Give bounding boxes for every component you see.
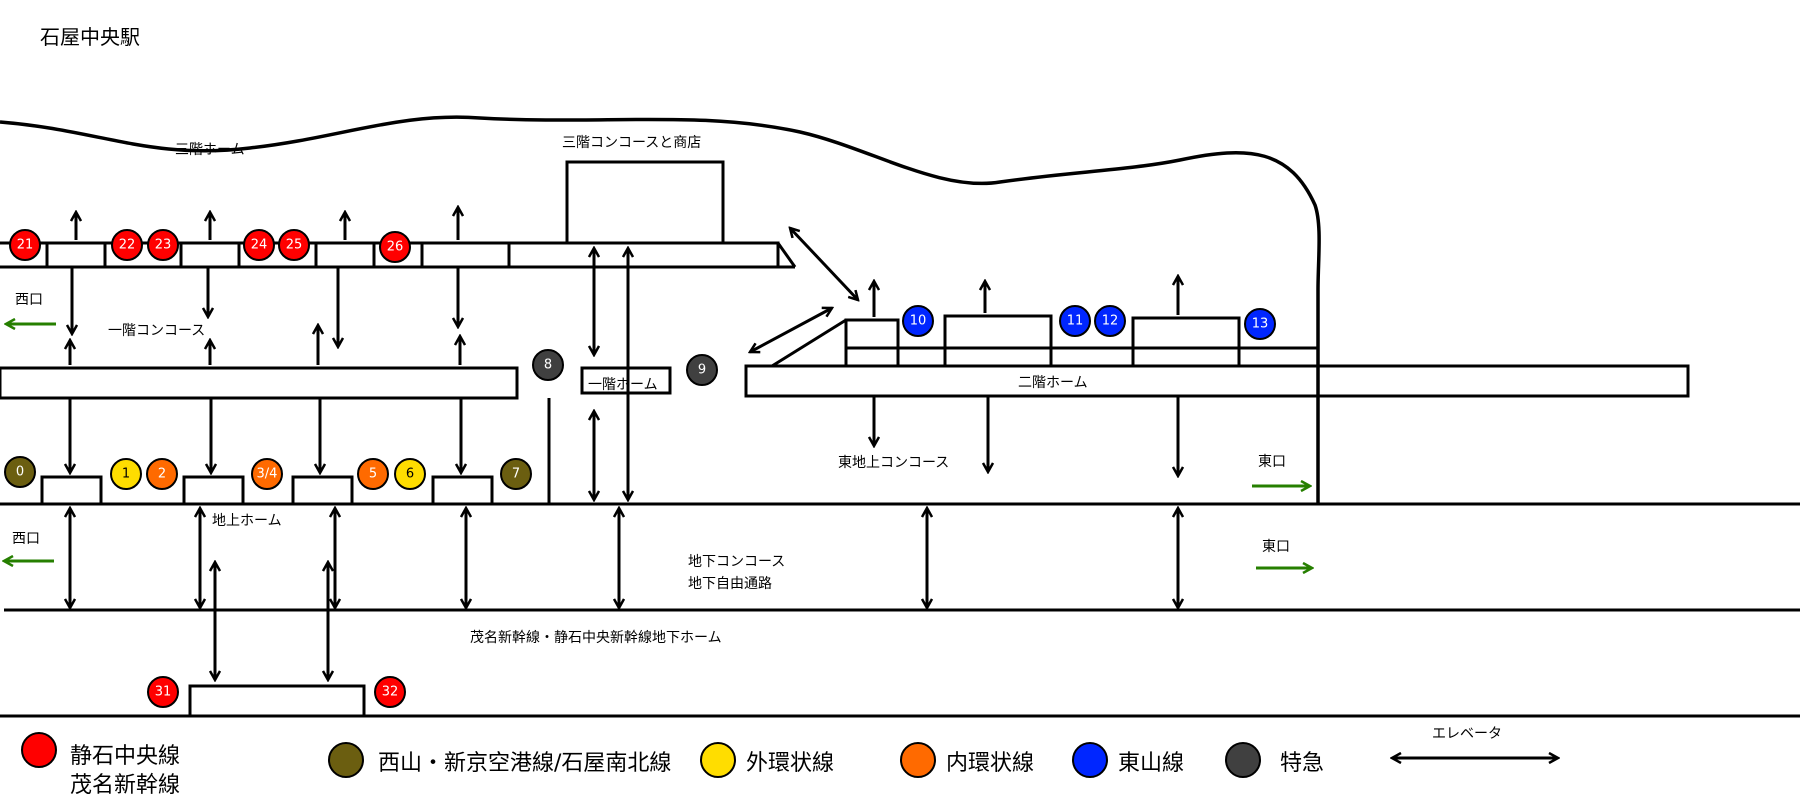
platform-marker-2: [146, 458, 178, 490]
legend-line5: 東山線: [1118, 751, 1184, 776]
platform-marker-12: [1094, 305, 1126, 337]
platform-block-2f-1: [844, 318, 900, 368]
platform-marker-5: [357, 458, 389, 490]
label-third-floor-home: 三階ホーム: [175, 142, 245, 158]
platform-marker-1: [110, 458, 142, 490]
platform-block-3f-4: [420, 241, 511, 269]
down-arrows: [70, 268, 1178, 476]
second-floor-slab: [744, 364, 1690, 398]
label-west-exit-lower: 西口: [12, 531, 40, 547]
legend-orange-dot: [900, 742, 936, 778]
platform-number-11: 11: [1067, 314, 1084, 329]
platform-marker-31: [147, 676, 179, 708]
second-floor-ramp: [771, 318, 847, 368]
platform-marker-3-4: [251, 458, 283, 490]
platform-number-2: 2: [158, 467, 166, 482]
platform-block-3f-5: [507, 241, 780, 269]
platform-number-10: 10: [910, 314, 927, 329]
platform-number-6: 6: [406, 467, 414, 482]
platform-number-31: 31: [155, 685, 172, 700]
platform-marker-26: [379, 231, 411, 263]
third-floor-shop-block: [565, 160, 725, 245]
platform-number-8: 8: [544, 358, 552, 373]
platform-number-24: 24: [251, 238, 268, 253]
label-first-floor-home: 一階ホーム: [588, 377, 658, 393]
platform-marker-10: [902, 305, 934, 337]
up-arrows: [70, 207, 1178, 365]
legend-line4: 内環状線: [946, 751, 1034, 776]
platform-block-shinkansen: [188, 684, 366, 718]
platform-block-3f-1: [45, 241, 107, 269]
platform-block-gf-1: [40, 475, 103, 506]
label-east-exit-upper: 東口: [1258, 454, 1286, 470]
platform-number-21: 21: [17, 238, 34, 253]
platform-number-9: 9: [698, 363, 706, 378]
platform-number-12: 12: [1102, 314, 1119, 329]
elevator-arrow: [790, 228, 858, 300]
platform-number-0: 0: [16, 465, 24, 480]
platform-number-23: 23: [155, 238, 172, 253]
platform-marker-24: [243, 229, 275, 261]
legend-gray-dot: [1225, 742, 1261, 778]
platform-number-7: 7: [512, 467, 520, 482]
platform-marker-0: [4, 456, 36, 488]
station-title: 石屋中央駅: [40, 25, 140, 49]
legend-line2: 西山・新京空港線/石屋南北線: [378, 751, 671, 776]
platform-marker-9: [686, 354, 718, 386]
platform-marker-13: [1244, 308, 1276, 340]
platform-number-1: 1: [122, 467, 130, 482]
label-shinkansen-home: 茂名新幹線・静石中央新幹線地下ホーム: [470, 629, 722, 646]
platform-markers: 21 22 23 24 25 26 8 9 10 11 12 13 0 1 2 …: [4, 229, 1276, 708]
elevator-arrow: [750, 308, 832, 352]
legend: 静石中央線 茂名新幹線 西山・新京空港線/石屋南北線 外環状線 内環状線 東山線…: [21, 726, 1558, 798]
platform-number-26: 26: [387, 240, 404, 255]
label-west-exit-upper: 西口: [15, 292, 43, 308]
label-third-floor-concourse: 三階コンコースと商店: [562, 135, 701, 151]
platform-block-3f-3: [314, 241, 376, 269]
legend-blue-dot: [1072, 742, 1108, 778]
platform-number-3-4: 3/4: [257, 467, 278, 482]
third-floor-deck-end: [776, 242, 797, 268]
label-second-floor-home: 二階ホーム: [1018, 375, 1088, 391]
legend-red-dot: [21, 732, 57, 768]
platform-marker-6: [394, 458, 426, 490]
platform-number-5: 5: [369, 467, 377, 482]
platform-marker-11: [1059, 305, 1091, 337]
legend-line1a: 静石中央線: [70, 744, 180, 769]
roof-outline: [0, 115, 1321, 505]
platform-marker-32: [374, 676, 406, 708]
legend-line3: 外環状線: [746, 751, 834, 776]
platform-number-13: 13: [1252, 317, 1269, 332]
platform-marker-25: [278, 229, 310, 261]
platform-number-25: 25: [286, 238, 303, 253]
platform-marker-21: [9, 229, 41, 261]
platform-number-22: 22: [119, 238, 136, 253]
legend-elevator-label: エレベータ: [1432, 726, 1502, 742]
platform-number-32: 32: [382, 685, 399, 700]
label-underground-concourse: 地下コンコース: [688, 554, 785, 570]
label-east-ground-concourse: 東地上コンコース: [838, 455, 949, 471]
first-floor-slab: [0, 366, 519, 400]
platform-block-2f-3: [1131, 316, 1241, 368]
legend-line6: 特急: [1280, 751, 1324, 776]
platform-marker-23: [147, 229, 179, 261]
legend-olive-dot: [328, 742, 364, 778]
platform-block-2f-2: [943, 314, 1053, 368]
platform-marker-8: [532, 349, 564, 381]
legend-yellow-dot: [700, 742, 736, 778]
legend-line1b: 茂名新幹線: [70, 773, 180, 798]
platform-block-gf-2: [182, 475, 245, 506]
label-east-exit-lower: 東口: [1262, 539, 1290, 555]
elevator-arrows: [70, 228, 1178, 680]
platform-block-gf-3: [291, 475, 354, 506]
platform-block-gf-4: [431, 475, 494, 506]
platform-marker-22: [111, 229, 143, 261]
platform-block-3f-2: [179, 241, 241, 269]
label-first-floor-concourse: 一階コンコース: [108, 323, 205, 339]
label-ground-home: 地上ホーム: [212, 513, 282, 529]
platform-marker-7: [500, 458, 532, 490]
label-underground-passage: 地下自由通路: [688, 576, 772, 592]
